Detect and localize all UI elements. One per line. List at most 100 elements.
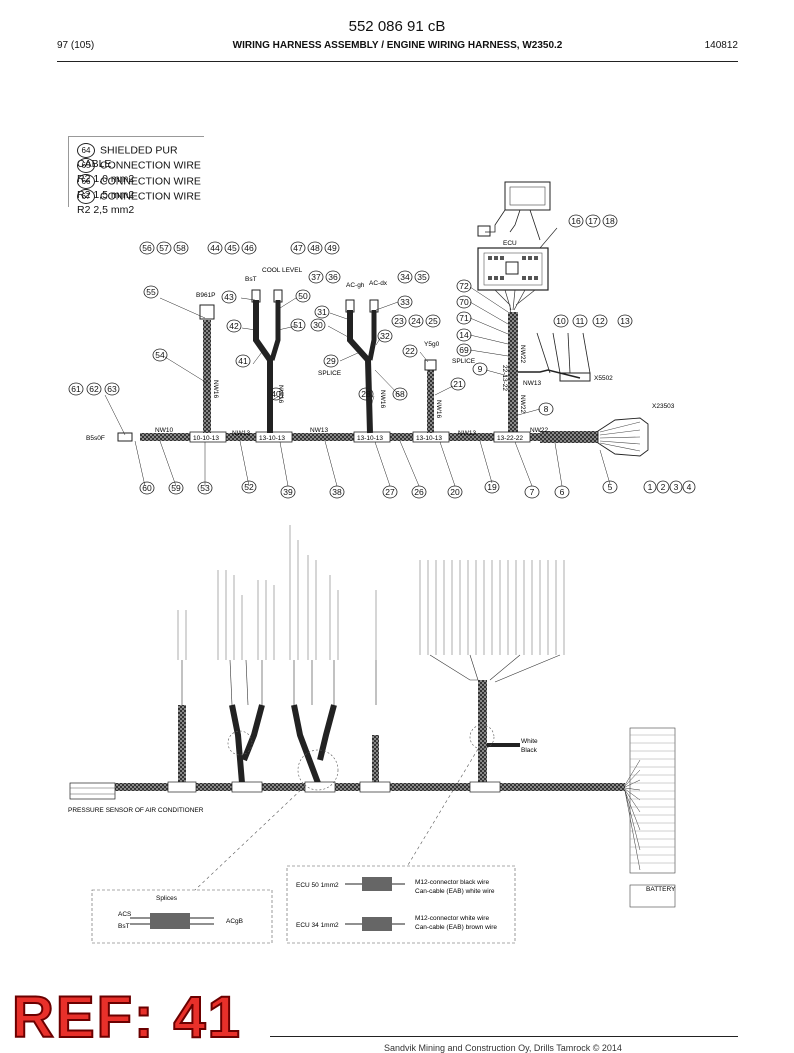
callout-38: 38 <box>332 487 342 497</box>
callout-29: 29 <box>326 356 336 366</box>
legend-text: CONNECTION WIRE R2 2,5 mm2 <box>77 190 201 216</box>
callout-20: 20 <box>450 487 460 497</box>
trunk-label-nw10: NW10 <box>155 427 173 434</box>
callout-32: 32 <box>380 331 390 341</box>
x5502-label: X5502 <box>594 375 613 382</box>
callout-58: 58 <box>176 243 186 253</box>
callout-13: 13 <box>620 316 630 326</box>
callout-19: 19 <box>487 482 497 492</box>
callout-1: 1 <box>648 482 653 492</box>
callout-31: 31 <box>317 307 327 317</box>
callout-72: 72 <box>459 281 469 291</box>
m12-white-label: M12-connector white wire <box>415 915 489 922</box>
callout-16: 16 <box>571 216 581 226</box>
trunk-label-nw13-b: NW13 <box>310 427 328 434</box>
callout-56: 56 <box>142 243 152 253</box>
callout-24: 24 <box>411 316 421 326</box>
callout-49: 49 <box>327 243 337 253</box>
callout-35: 35 <box>417 272 427 282</box>
callout-7: 7 <box>530 487 535 497</box>
branch-label-nw22-top: NW22 <box>519 345 526 363</box>
callout-6: 6 <box>560 487 565 497</box>
splice-label-b: SPLICE <box>452 358 476 365</box>
b5s0f-label: B5s0F <box>86 435 105 442</box>
segment-label: 13-10-13 <box>416 435 442 442</box>
callout-17: 17 <box>588 216 598 226</box>
header-divider <box>57 61 738 62</box>
callout-59: 59 <box>171 483 181 493</box>
callout-11: 11 <box>576 316 585 326</box>
branch-label-nw16d: NW16 <box>435 400 442 418</box>
callout-63: 63 <box>107 384 117 394</box>
callout-69: 69 <box>459 345 469 355</box>
wire-black-label: Black <box>521 747 538 754</box>
callout-42: 42 <box>229 321 239 331</box>
callout-26: 26 <box>414 487 424 497</box>
callout-70: 70 <box>459 297 469 307</box>
branch-label-nw22-bottom: NW22 <box>519 395 526 413</box>
callout-41: 41 <box>238 356 248 366</box>
branch-label-nw16c: NW16 <box>379 390 386 408</box>
callout-34: 34 <box>400 272 410 282</box>
branch-label-nw16: NW16 <box>212 380 219 398</box>
callout-62: 62 <box>89 384 99 394</box>
main-trunk-end <box>540 431 598 443</box>
cool-level-label: COOL LEVEL <box>262 267 303 274</box>
callout-25: 25 <box>428 316 438 326</box>
callout-53: 53 <box>200 483 210 493</box>
can-white-label: Can-cable (EAB) white wire <box>415 888 495 895</box>
branch-b961p <box>203 320 211 433</box>
callout-48: 48 <box>310 243 320 253</box>
segment-label: 13-22-22 <box>497 435 523 442</box>
callout-33: 33 <box>400 297 410 307</box>
bst-label: BsT <box>245 276 257 283</box>
b961p-label: B961P <box>196 292 216 299</box>
segment-label: 10-10-13 <box>193 435 219 442</box>
document-date: 140812 <box>704 40 738 51</box>
trunk-label-nw22: NW22 <box>530 427 548 434</box>
callout-21: 21 <box>453 379 463 389</box>
can-brown-label: Can-cable (EAB) brown wire <box>415 924 497 931</box>
callout-10: 10 <box>556 316 566 326</box>
callout-5: 5 <box>608 482 613 492</box>
splice-acs-label: ACS <box>118 911 132 918</box>
pressure-sensor-label: PRESSURE SENSOR OF AIR CONDITIONER <box>68 807 204 814</box>
callout-50: 50 <box>298 291 308 301</box>
ecu-branch-harness <box>508 312 518 432</box>
battery-label: BATTERY <box>646 886 676 893</box>
callout-3: 3 <box>674 482 679 492</box>
document-number: 552 086 91 cB <box>348 18 446 35</box>
segment-label: 22-13-22 <box>501 365 508 391</box>
footer-copyright: Sandvik Mining and Construction Oy, Dril… <box>384 1043 622 1053</box>
callout-60: 60 <box>142 483 152 493</box>
ecu50-label: ECU 50 1mm2 <box>296 882 339 889</box>
splices-title: Splices <box>156 895 178 902</box>
wire-white-label: White <box>521 738 538 745</box>
splice-bst-label: BsT <box>118 923 130 930</box>
ac-dx-label: AC-dx <box>369 280 388 287</box>
callout-2: 2 <box>661 482 666 492</box>
callout-46: 46 <box>244 243 254 253</box>
callout-14: 14 <box>459 330 469 340</box>
branch-label-nw13: NW13 <box>523 380 541 387</box>
page-title: WIRING HARNESS ASSEMBLY / ENGINE WIRING … <box>232 40 563 51</box>
ecu34-label: ECU 34 1mm2 <box>296 922 339 929</box>
splice-acgb-label: ACgB <box>226 918 243 925</box>
callout-68: 68 <box>395 389 405 399</box>
callout-55: 55 <box>146 287 156 297</box>
callout-22: 22 <box>405 346 415 356</box>
callout-12: 12 <box>595 316 605 326</box>
callout-54: 54 <box>155 350 165 360</box>
callout-47: 47 <box>293 243 303 253</box>
splice-label-a: SPLICE <box>318 370 342 377</box>
callout-4: 4 <box>687 482 692 492</box>
ecu-label: ECU <box>503 240 517 247</box>
header-row: 97 (105) WIRING HARNESS ASSEMBLY / ENGIN… <box>57 40 738 56</box>
trunk-label-nw13-a: NW13 <box>232 430 250 437</box>
branch-y5g0 <box>427 370 434 433</box>
footer-divider <box>270 1036 738 1037</box>
